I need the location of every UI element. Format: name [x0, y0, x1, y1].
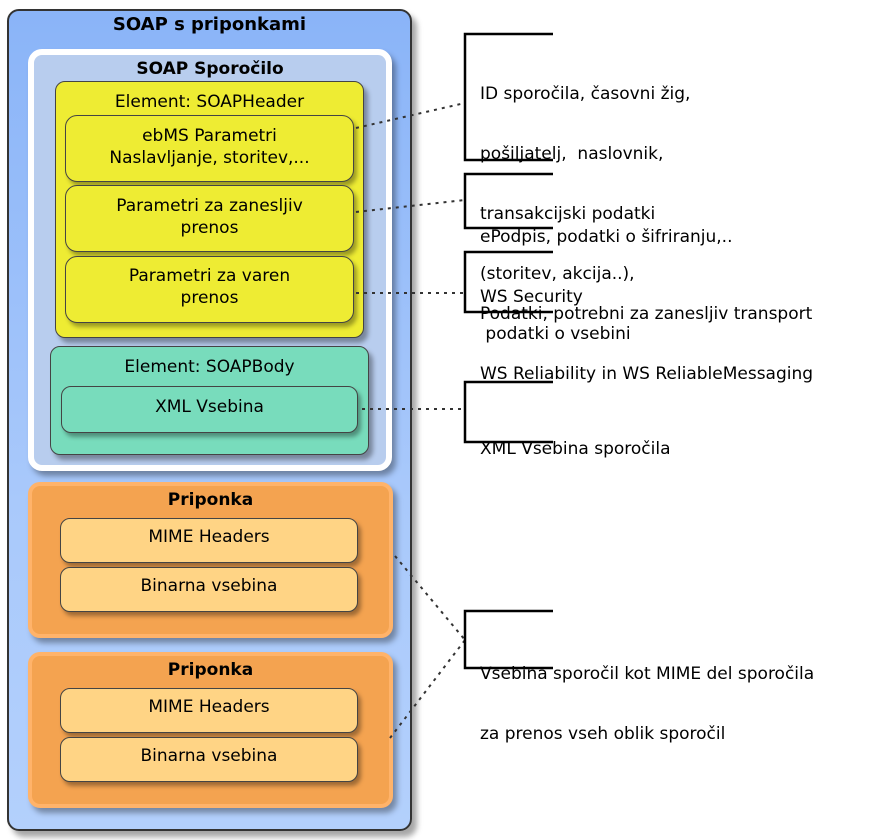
attachment-2-mime-headers: [60, 688, 358, 733]
connector-attachment-1: [394, 555, 466, 641]
note-line: XML Vsebina sporočila: [480, 439, 671, 459]
note-line: (storitev, akcija..),: [480, 264, 635, 284]
note-xml-content: XML Vsebina sporočila: [480, 399, 671, 479]
note-line: Vsebina sporočil kot MIME del sporočila: [480, 664, 815, 684]
connector-header-ebms: [355, 102, 466, 129]
note-line: ePodpis, podatki o šifriranju,..: [480, 227, 733, 247]
note-header-ebms: ID sporočila, časovni žig, pošiljatelj, …: [480, 44, 690, 364]
note-line: za prenos vseh oblik sporočil: [480, 724, 726, 744]
header-item-ebms: [65, 115, 354, 182]
note-reliability: Podatki, potrebni za zanesljiv transport…: [480, 264, 813, 404]
note-mime: Vsebina sporočil kot MIME del sporočila …: [480, 624, 814, 764]
attachment-1-binary-label: Binarna vsebina: [140, 576, 278, 596]
header-item-secure-line1: Parametri za varen: [128, 266, 291, 286]
attachment-1-binary: [60, 567, 358, 612]
note-bracket-3: [463, 250, 553, 314]
header-item-secure: [65, 256, 354, 323]
attachment-1-mime-headers-label: MIME Headers: [148, 527, 270, 547]
note-line: WS Security: [480, 287, 583, 307]
note-line: Podatki, potrebni za zanesljiv transport: [480, 304, 813, 324]
connector-header-reliable: [355, 199, 466, 213]
note-line: WS Reliability in WS ReliableMessaging: [480, 364, 814, 384]
header-item-ebms-line1: ebMS Parametri: [142, 126, 277, 146]
connector-attachment-2: [389, 639, 466, 739]
attachment-2-mime-headers-label: MIME Headers: [148, 697, 270, 717]
note-line: podatki o vsebini: [480, 324, 631, 344]
envelope-title: SOAP s priponkami: [112, 14, 307, 35]
note-bracket-1: [463, 32, 553, 162]
header-item-reliable-line2: prenos: [180, 218, 239, 238]
note-line: transakcijski podatki: [480, 204, 656, 224]
body-label: Element: SOAPBody: [124, 357, 295, 377]
xml-content-box: [61, 386, 358, 433]
xml-content-label: XML Vsebina: [155, 397, 264, 417]
attachment-1-mime-headers: [60, 518, 358, 563]
note-line: pošiljatelj, naslovnik,: [480, 144, 664, 164]
note-bracket-4: [463, 380, 553, 444]
header-item-ebms-line2: Naslavljanje, storitev,...: [109, 148, 310, 168]
attachment-1-title: Priponka: [167, 490, 254, 510]
note-bracket-2: [463, 172, 553, 230]
header-item-secure-line2: prenos: [180, 288, 239, 308]
attachment-2-binary: [60, 737, 358, 782]
attachment-2-binary-label: Binarna vsebina: [140, 746, 278, 766]
attachment-2-title: Priponka: [167, 660, 254, 680]
header-item-reliable: [65, 185, 354, 252]
header-label: Element: SOAPHeader: [114, 92, 305, 112]
note-bracket-5: [463, 609, 553, 670]
message-title: SOAP Sporočilo: [136, 59, 284, 79]
note-line: ID sporočila, časovni žig,: [480, 84, 691, 104]
header-item-reliable-line1: Parametri za zanesljiv: [116, 196, 303, 216]
note-security: ePodpis, podatki o šifriranju,.. WS Secu…: [480, 187, 733, 327]
